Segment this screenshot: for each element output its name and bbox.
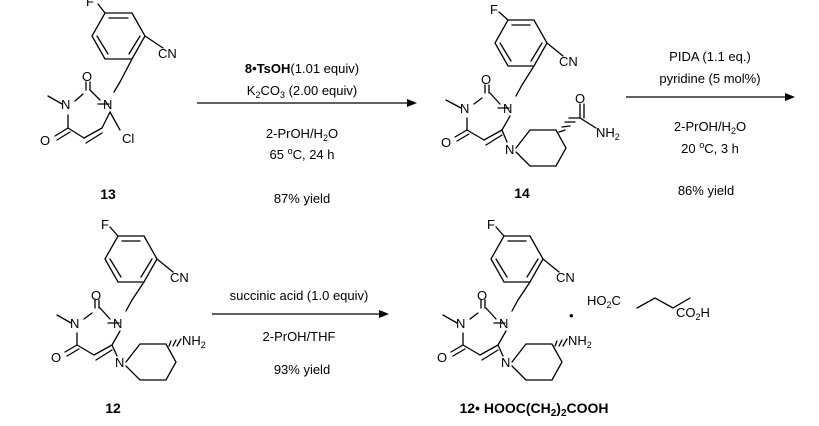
salt-structure xyxy=(442,226,691,381)
atom-f: F xyxy=(101,217,109,232)
reaction-1-yield: 87% yield xyxy=(274,191,330,206)
reaction-3-yield: 93% yield xyxy=(274,362,330,377)
compound-13-label: 13 xyxy=(100,186,116,202)
atom-n: N xyxy=(501,355,510,370)
reaction-2-arrowhead xyxy=(785,93,795,101)
reaction-2-solvent: 2-PrOH/H2O xyxy=(674,119,746,136)
atom-n: N xyxy=(113,316,122,331)
atom-nh2: NH2 xyxy=(182,333,206,350)
reaction-1-conditions: 65 oC, 24 h xyxy=(269,146,334,162)
atom-o: O xyxy=(40,133,50,148)
atom-o: O xyxy=(91,288,101,303)
atom-cl: Cl xyxy=(122,131,134,146)
reaction-2-yield: 86% yield xyxy=(678,183,734,198)
atom-f: F xyxy=(86,0,94,9)
reaction-2-reagent-1: PIDA (1.1 eq.) xyxy=(669,49,751,64)
reaction-3-solvent: 2-PrOH/THF xyxy=(263,329,336,344)
compound-14-label: 14 xyxy=(514,185,530,201)
atom-n: N xyxy=(115,355,124,370)
atom-n: N xyxy=(505,142,514,157)
atom-o: O xyxy=(575,91,585,106)
atom-n: N xyxy=(460,101,469,116)
reaction-2-reagent-2: pyridine (5 mol%) xyxy=(659,71,760,86)
atom-cn: CN xyxy=(170,270,189,285)
atom-n: N xyxy=(70,316,79,331)
reaction-1-reagent-1: 8•TsOH(1.01 equiv) xyxy=(245,61,359,76)
atom-nh2: NH2 xyxy=(568,333,592,350)
reaction-1-arrowhead xyxy=(407,99,417,107)
atom-o: O xyxy=(51,350,61,365)
atom-o: O xyxy=(437,350,447,365)
reaction-2-conditions: 20 oC, 3 h xyxy=(681,140,739,156)
reaction-3-reagent: succinic acid (1.0 equiv) xyxy=(230,288,369,303)
succinic-acid-left: HO2C xyxy=(587,293,621,310)
atom-f: F xyxy=(487,217,495,232)
atom-cn: CN xyxy=(559,54,578,69)
atom-n: N xyxy=(499,316,508,331)
atom-o: O xyxy=(441,135,451,150)
compound-14-structure xyxy=(445,11,597,167)
compound-12-structure xyxy=(56,226,182,381)
salt-dot: • xyxy=(569,308,574,323)
compound-12-label: 12 xyxy=(105,400,121,416)
compound-13-structure xyxy=(47,3,164,144)
atom-cn: CN xyxy=(556,270,575,285)
atom-n: N xyxy=(61,97,70,112)
reaction-1-reagent-2: K2CO3 (2.00 equiv) xyxy=(247,83,357,100)
atom-o: O xyxy=(477,288,487,303)
atom-o: O xyxy=(481,72,491,87)
atom-n: N xyxy=(103,97,112,112)
reaction-1-solvent: 2-PrOH/H2O xyxy=(266,126,338,143)
succinic-acid-right: CO2H xyxy=(676,305,710,322)
atom-n: N xyxy=(456,316,465,331)
atom-f: F xyxy=(490,2,498,17)
atom-n: N xyxy=(503,101,512,116)
atom-cn: CN xyxy=(158,46,177,61)
atom-o: O xyxy=(82,69,92,84)
reaction-3-arrowhead xyxy=(379,310,389,318)
atom-nh2: NH2 xyxy=(596,125,620,142)
salt-label: 12• HOOC(CH2)2COOH xyxy=(459,400,608,419)
